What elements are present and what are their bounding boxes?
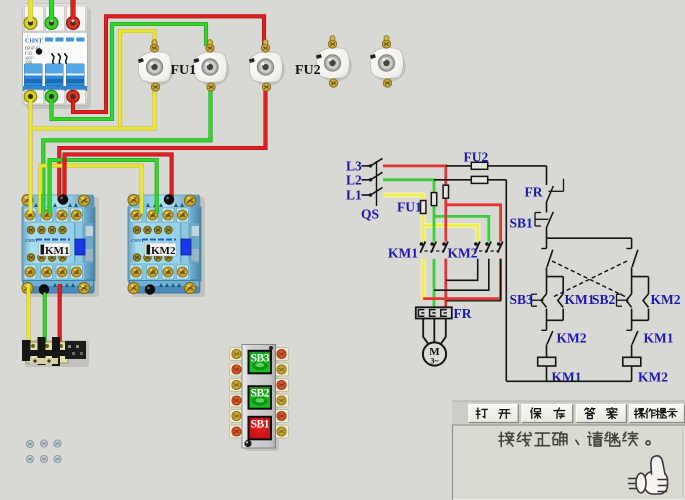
svg-text:SB2: SB2 [592, 292, 616, 307]
svg-text:KM1: KM1 [565, 292, 595, 307]
svg-text:C32: C32 [25, 51, 32, 56]
svg-text:SB1: SB1 [251, 418, 270, 430]
svg-text:3~: 3~ [430, 357, 439, 366]
svg-text:L3: L3 [346, 158, 362, 173]
svg-text:SB2: SB2 [251, 388, 270, 400]
svg-text:KM2: KM2 [638, 370, 668, 385]
svg-text:KM2: KM2 [448, 246, 478, 261]
svg-text:FR: FR [525, 185, 543, 200]
svg-text:KM2: KM2 [151, 245, 176, 257]
svg-text:KM2: KM2 [651, 292, 681, 307]
svg-text:400V~: 400V~ [25, 57, 35, 61]
svg-text:CHNT: CHNT [131, 238, 144, 243]
svg-text:FR: FR [454, 306, 472, 321]
svg-text:L2: L2 [346, 172, 362, 187]
svg-text:FU1: FU1 [397, 200, 422, 215]
svg-text:KM1: KM1 [644, 331, 674, 346]
svg-text:QS: QS [361, 207, 379, 222]
svg-text:KM1: KM1 [45, 245, 69, 257]
svg-text:4500: 4500 [25, 61, 32, 65]
svg-text:KM1: KM1 [552, 370, 582, 385]
svg-text:M: M [429, 346, 440, 358]
svg-text:DZ47-63: DZ47-63 [25, 46, 40, 51]
svg-text:L1: L1 [346, 188, 362, 203]
svg-text:KM1: KM1 [388, 246, 418, 261]
svg-text:CHNT: CHNT [25, 39, 42, 45]
svg-text:FU2: FU2 [295, 63, 321, 78]
svg-text:FU2: FU2 [464, 150, 489, 165]
svg-text:SB3: SB3 [251, 352, 270, 364]
svg-text:SB1: SB1 [510, 216, 534, 231]
svg-text:FU1: FU1 [171, 63, 197, 78]
svg-text:SB3: SB3 [510, 292, 534, 307]
svg-text:CHNT: CHNT [25, 238, 38, 243]
svg-text:KM2: KM2 [557, 331, 587, 346]
